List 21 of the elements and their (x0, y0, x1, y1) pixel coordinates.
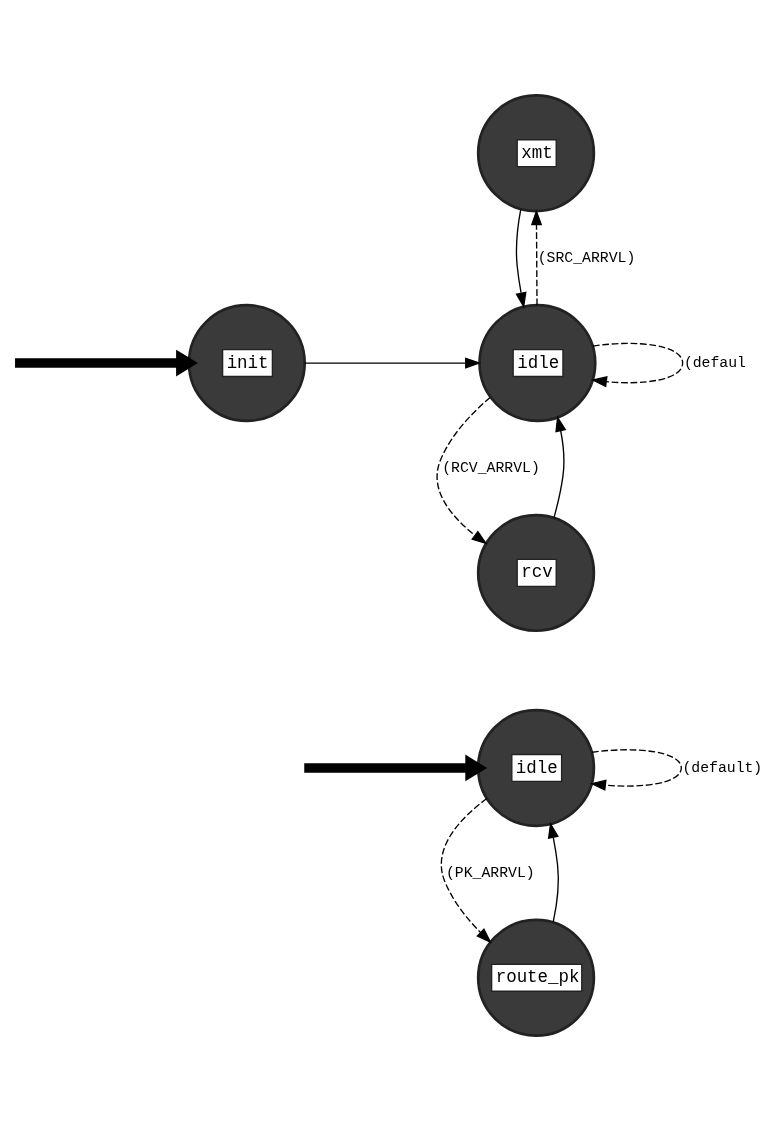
arrow (436, 396, 491, 545)
arrow (590, 342, 684, 388)
node-circle: idle (478, 303, 597, 423)
arrow (304, 357, 482, 369)
arrow (440, 797, 492, 944)
arrow (553, 415, 567, 519)
edge-label: (SRC_ARRVL) (537, 249, 636, 266)
arrow (589, 749, 682, 791)
edge-label: (defaul (683, 354, 746, 371)
arrow (304, 754, 488, 782)
arrow (530, 209, 543, 306)
node-circle: init (187, 303, 306, 423)
arrow (547, 821, 559, 923)
edge-label: (default) (682, 759, 763, 776)
node-circle: rcv (476, 513, 596, 633)
arrow (15, 349, 198, 377)
edge-label: (RCV_ARRVL) (442, 459, 540, 476)
edge-label: (PK_ARRVL) (445, 864, 535, 881)
arrow (515, 208, 527, 309)
node-circle: xmt (476, 94, 596, 213)
node-circle: idle (476, 708, 596, 828)
